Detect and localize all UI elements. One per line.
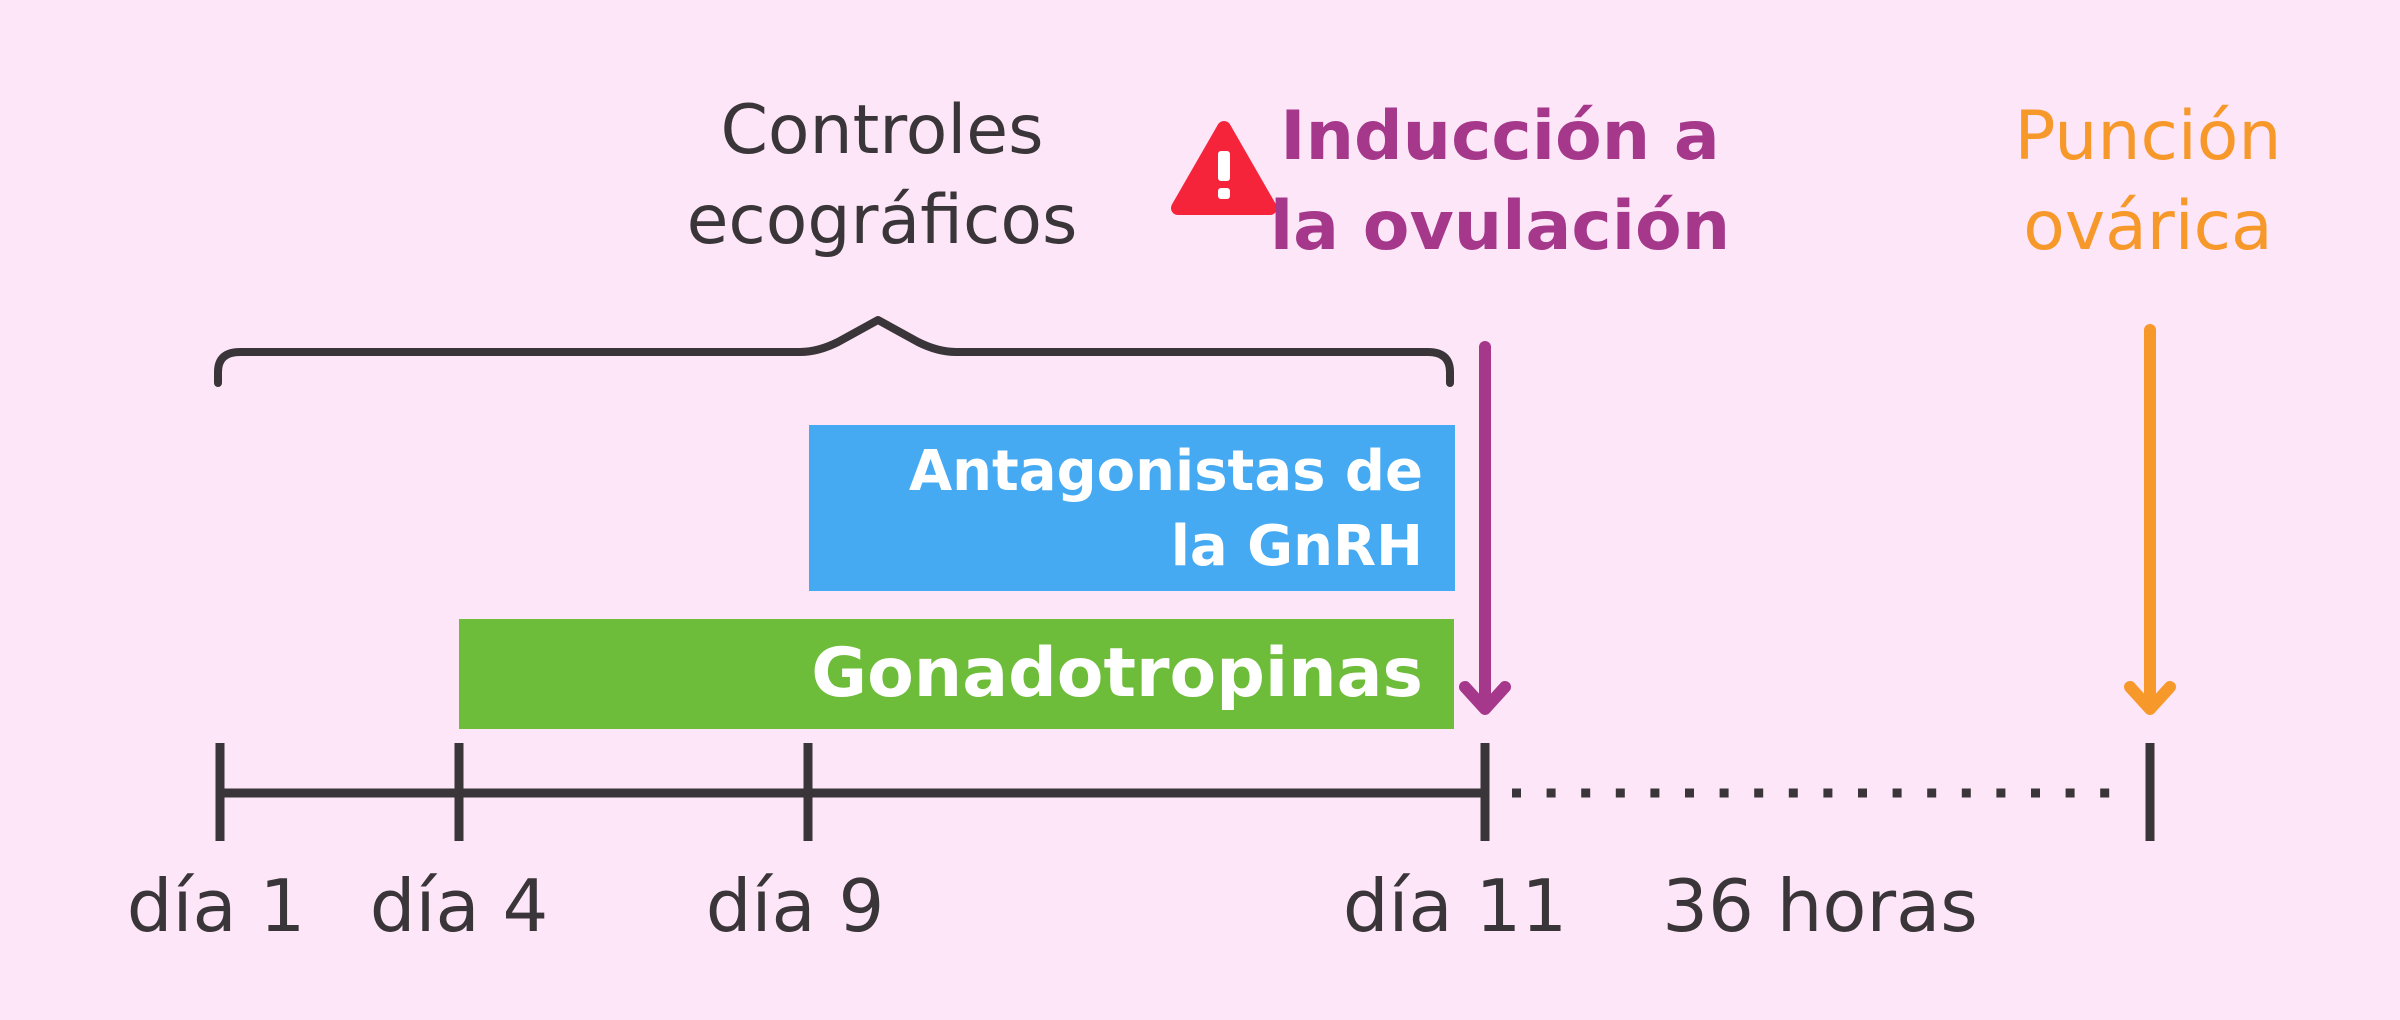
- antagonists-bar-label: Antagonistas de la GnRH: [909, 434, 1423, 584]
- puncture-header-line1: Punción: [2014, 97, 2282, 176]
- antagonists-bar: [809, 425, 1455, 591]
- monitoring-brace: [214, 316, 1454, 387]
- warning-triangle-icon: [1171, 120, 1277, 215]
- monitoring-header-line2: ecográficos: [686, 181, 1078, 260]
- monitoring-header: Controles ecográficos: [687, 86, 1078, 266]
- induction-header-line1: Inducción a: [1280, 97, 1720, 176]
- day-label-11: día 11: [1342, 864, 1568, 948]
- puncture-header-line2: ovárica: [2023, 187, 2273, 266]
- induction-header-line2: la ovulación: [1269, 187, 1731, 266]
- induction-header: Inducción a la ovulación: [1270, 92, 1730, 272]
- monitoring-header-line1: Controles: [720, 91, 1044, 170]
- puncture-header: Punción ovárica: [2015, 92, 2282, 272]
- gonadotropins-bar: [459, 619, 1454, 729]
- induction-arrow: [1459, 341, 1511, 715]
- interval-label: 36 horas: [1662, 864, 1978, 948]
- antagonists-label-line1: Antagonistas de: [908, 439, 1423, 504]
- day-label-9: día 9: [705, 864, 885, 948]
- gonadotropins-bar-label: Gonadotropinas: [811, 634, 1423, 713]
- day-label-4: día 4: [369, 864, 549, 948]
- puncture-arrow: [2124, 324, 2176, 715]
- antagonists-label-line2: la GnRH: [1170, 514, 1423, 579]
- timeline-axis: [215, 743, 2155, 841]
- day-label-1: día 1: [126, 864, 306, 948]
